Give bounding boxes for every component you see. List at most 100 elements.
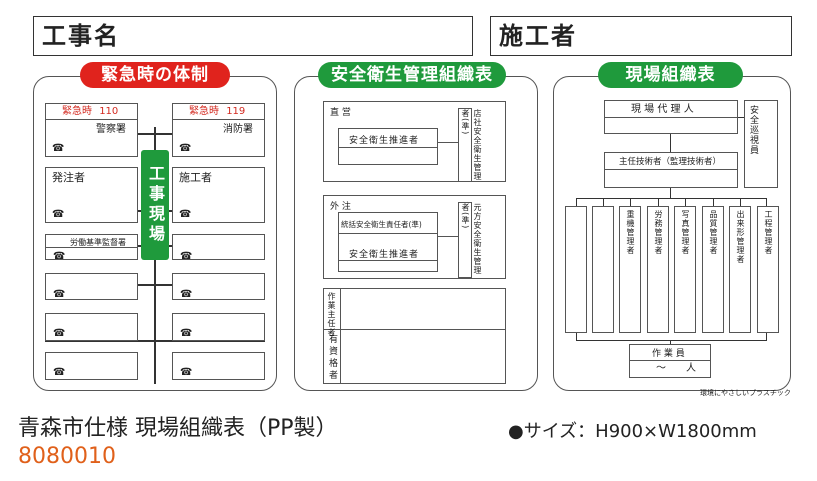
signboard: 工事名 施工者 緊急時の体制 工事現場 緊急時 110 警察署 ☎ 緊急時 11…	[33, 16, 792, 397]
emergency-blank-box	[45, 273, 138, 300]
workers-label: 作 業 員	[652, 349, 685, 359]
connector-line	[138, 133, 172, 135]
emergency-blank-box	[172, 352, 265, 380]
emergency-blank-box	[45, 352, 138, 380]
connector-line	[45, 340, 265, 342]
workers-count: 〜 人	[656, 363, 696, 374]
phone-icon: ☎	[52, 143, 65, 154]
patrol-box: 安全巡視員	[744, 100, 778, 188]
sub-role-1: 統括安全衛生責任者(準)	[341, 220, 422, 229]
direct-role: 安全衛生推進者	[349, 136, 420, 146]
eco-note: 環境にやさしいプラスチック	[700, 389, 791, 397]
orderer-title: 発注者	[52, 171, 85, 184]
role-label: 工程管理者	[764, 210, 773, 255]
sub-label: 外 注	[330, 202, 351, 212]
connector-line	[576, 198, 577, 206]
phone-icon: ☎	[180, 251, 193, 262]
connector-line	[576, 333, 577, 341]
connector-line	[766, 198, 767, 206]
connector-line	[630, 198, 631, 206]
chief-engineer-label: 主任技術者（監理技術者）	[619, 157, 722, 167]
emergency-title: 緊急時の体制	[80, 62, 230, 88]
role-bar-blank	[565, 206, 587, 333]
role-bar-photo: 写真管理者	[674, 206, 696, 333]
police-number: 110	[99, 106, 119, 117]
site-center-label: 工事現場	[141, 150, 169, 260]
fire-number: 119	[226, 106, 246, 117]
role-label: 写真管理者	[681, 210, 690, 255]
role-bar-schedule: 工程管理者	[757, 206, 779, 333]
contractor-emergency-box: 施工者 ☎	[172, 167, 265, 223]
phone-icon: ☎	[179, 143, 192, 154]
product-name: 青森市仕様 現場組織表（PP製）	[18, 416, 338, 441]
head-office-box: 店社安全衛生管理者(準)	[458, 108, 482, 182]
phone-icon: ☎	[53, 251, 66, 262]
qualification-box: 作業主任者 有資格者	[323, 288, 506, 384]
sub-side-box: 元方安全衛生管理者(準)	[458, 202, 482, 278]
connector-line	[766, 333, 767, 341]
direct-label: 直 営	[330, 108, 351, 118]
police-box: 緊急時 110 警察署 ☎	[45, 103, 138, 157]
role-bar-quality: 品質管理者	[702, 206, 724, 333]
connector-line	[738, 117, 744, 118]
orderer-box: 発注者 ☎	[45, 167, 138, 223]
sub-side-label: 元方安全衛生管理者(準)	[461, 203, 482, 275]
role-label: 品質管理者	[709, 210, 718, 255]
direct-group: 直 営 安全衛生推進者 店社安全衛生管理者(準)	[323, 101, 506, 182]
patrol-label: 安全巡視員	[748, 105, 758, 155]
chief-engineer-box: 主任技術者（監理技術者）	[604, 152, 738, 188]
role-label: 出来形管理者	[736, 210, 745, 264]
emergency-blank-box	[45, 313, 138, 341]
connector-line	[603, 198, 604, 206]
emergency-blank-box	[172, 313, 265, 341]
connector-line	[658, 198, 659, 206]
labor-standards-title: 労働基準監督署	[70, 238, 126, 247]
role-label: 労務管理者	[654, 210, 663, 255]
sub-role-box: 統括安全衛生責任者(準) 安全衛生推進者	[338, 212, 438, 272]
direct-role-box: 安全衛生推進者	[338, 128, 438, 165]
contractor-box: 施工者	[490, 16, 792, 56]
phone-icon: ☎	[53, 367, 66, 378]
role-label: 重機管理者	[626, 210, 635, 255]
sub-role-2: 安全衛生推進者	[349, 250, 420, 260]
contractor-title: 施工者	[179, 171, 212, 184]
role-bar-heavy-machine: 重機管理者	[619, 206, 641, 333]
phone-icon: ☎	[53, 328, 66, 339]
phone-icon: ☎	[180, 328, 193, 339]
project-name-label: 工事名	[42, 22, 120, 50]
role-bar-blank	[592, 206, 614, 333]
product-code: 8080010	[18, 444, 116, 469]
police-name: 警察署	[96, 124, 126, 135]
contractor-label: 施工者	[499, 22, 577, 50]
police-title: 緊急時	[62, 106, 92, 117]
connector-line	[740, 198, 741, 206]
agent-box: 現 場 代 理 人	[604, 100, 738, 134]
product-size: ●サイズ：H900×W1800mm	[508, 421, 757, 442]
labor-standards-box: 労働基準監督署	[45, 234, 138, 260]
site-org-title: 現場組織表	[598, 62, 743, 88]
safety-title: 安全衛生管理組織表	[318, 62, 506, 88]
work-leader-label: 作業主任者	[327, 292, 336, 337]
head-office-label: 店社安全衛生管理者(準)	[461, 109, 482, 181]
project-name-box: 工事名	[33, 16, 473, 56]
workers-box: 作 業 員 〜 人	[629, 344, 711, 378]
phone-icon: ☎	[180, 289, 193, 300]
phone-icon: ☎	[52, 209, 65, 220]
fire-title: 緊急時	[189, 106, 219, 117]
connector-line	[670, 134, 671, 152]
connector-line	[713, 198, 714, 206]
role-bar-labor: 労務管理者	[647, 206, 669, 333]
agent-label: 現 場 代 理 人	[631, 104, 694, 115]
connector-line	[685, 198, 686, 206]
connector-line	[670, 340, 671, 344]
fire-box: 緊急時 119 消防署 ☎	[172, 103, 265, 157]
qualified-label: 有資格者	[327, 334, 337, 382]
connector-line	[45, 284, 265, 286]
fire-name: 消防署	[223, 124, 253, 135]
emergency-blank-box	[172, 273, 265, 300]
phone-icon: ☎	[180, 367, 193, 378]
phone-icon: ☎	[179, 209, 192, 220]
connector-line	[670, 188, 671, 198]
emergency-blank-box	[172, 234, 265, 260]
connector-line	[576, 340, 767, 341]
